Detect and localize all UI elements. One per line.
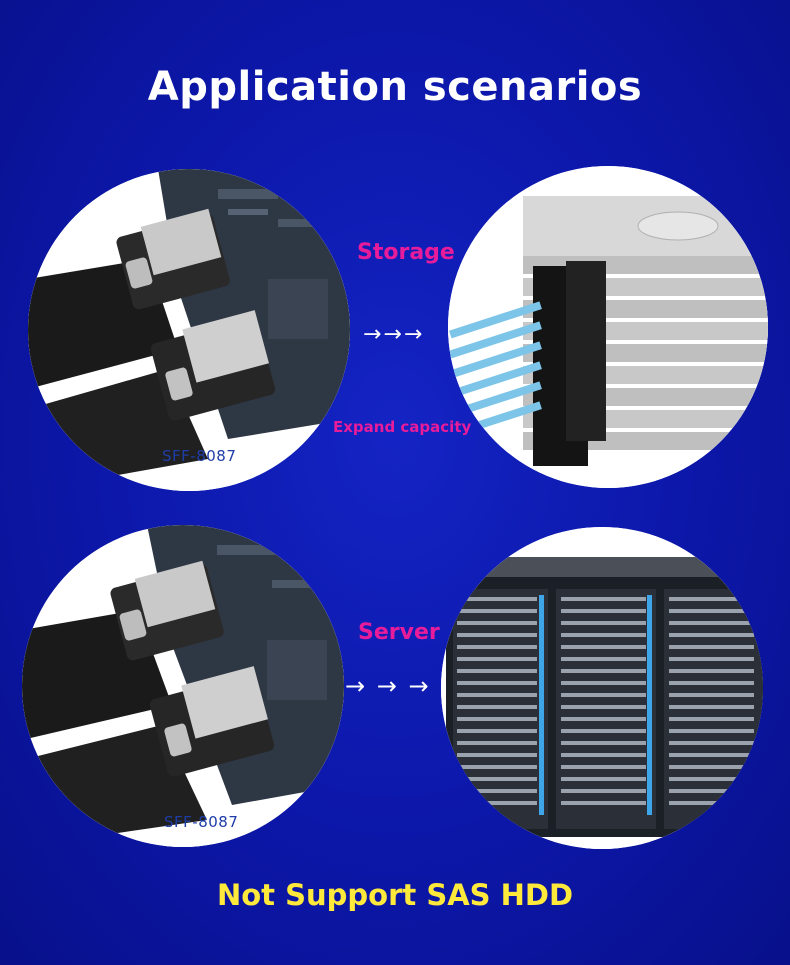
scenario-label-server: Server: [358, 620, 440, 645]
server-rack-illustration: [441, 527, 763, 849]
arrows-bottom: → → →: [345, 672, 431, 700]
storage-photo: [448, 166, 768, 488]
connector-label-bottom: SFF-8087: [164, 813, 239, 831]
connector-photo-top: [28, 169, 350, 491]
page-title: Application scenarios: [147, 64, 643, 110]
sff8087-connectors-illustration: [28, 169, 350, 491]
sub-label-expand-capacity: Expand capacity: [333, 418, 472, 436]
server-photo: [441, 527, 763, 849]
connector-label-top: SFF-8087: [162, 447, 237, 465]
sff8087-connectors-illustration-2: [22, 525, 344, 847]
connector-photo-bottom: [22, 525, 344, 847]
scenario-label-storage: Storage: [357, 240, 455, 265]
hdd-stack-illustration: [448, 166, 768, 488]
arrows-top: →→→: [363, 322, 425, 347]
footer-note: Not Support SAS HDD: [216, 878, 574, 912]
